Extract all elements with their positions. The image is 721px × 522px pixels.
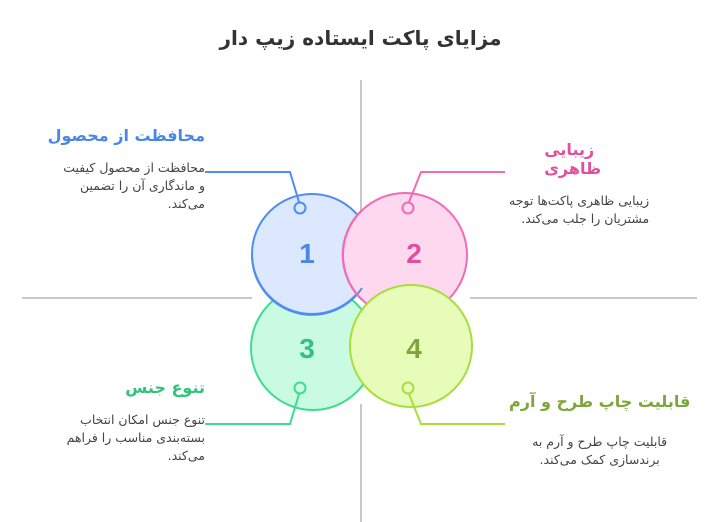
item-3-line-2: بسته‌بندی مناسب را فراهم (66, 430, 205, 445)
number-4: 4 (406, 333, 422, 364)
item-4-line-1: قابلیت چاپ طرح و آرم به (532, 434, 668, 449)
connector-dot-4 (401, 381, 415, 395)
item-3-heading: تنوع جنس (125, 378, 205, 397)
page-title: مزایای پاکت ایستاده زیپ دار (219, 26, 502, 50)
connector-1 (205, 171, 300, 203)
item-1-line-2: و ماندگاری آن را تضمین (79, 178, 205, 193)
number-2: 2 (406, 238, 422, 269)
connector-dot-2 (401, 201, 415, 215)
item-1-heading: محافظت از محصول (47, 126, 205, 145)
item-3-line-3: می‌کند. (167, 448, 205, 463)
connector-2 (408, 171, 505, 203)
item-2-line-1: زیبایی ظاهری پاکت‌ها توجه (509, 193, 650, 208)
circle-4 (349, 284, 473, 408)
circle-2-edge (341, 209, 363, 301)
number-3: 3 (299, 333, 315, 364)
connector-4 (408, 393, 505, 425)
connector-dot-1 (293, 201, 307, 215)
item-2-block: زیبایی ظاهری زیبایی ظاهری پاکت‌ها توجه م… (509, 140, 649, 228)
item-4-heading: قابلیت چاپ طرح و آرم (509, 392, 691, 411)
item-1-block: محافظت از محصول محافظت از محصول کیفیت و … (48, 126, 205, 213)
connector-3 (205, 393, 300, 425)
circle-1-edge (250, 253, 363, 316)
item-2-heading: زیبایی ظاهری (544, 140, 602, 178)
item-4-block: قابلیت چاپ طرح و آرم قابلیت چاپ طرح و آر… (509, 392, 690, 469)
item-3-line-1: تنوع جنس امکان انتخاب (80, 412, 205, 427)
item-3-block: تنوع جنس تنوع جنس امکان انتخاب بسته‌بندی… (67, 378, 205, 465)
item-4-line-2: برندسازی کمک می‌کند. (539, 452, 660, 467)
connector-dot-3 (293, 381, 307, 395)
item-1-line-1: محافظت از محصول کیفیت (63, 160, 205, 175)
number-1: 1 (299, 238, 315, 269)
item-1-line-3: می‌کند. (167, 196, 205, 211)
item-2-line-2: مشتریان را جلب می‌کند. (521, 211, 650, 226)
